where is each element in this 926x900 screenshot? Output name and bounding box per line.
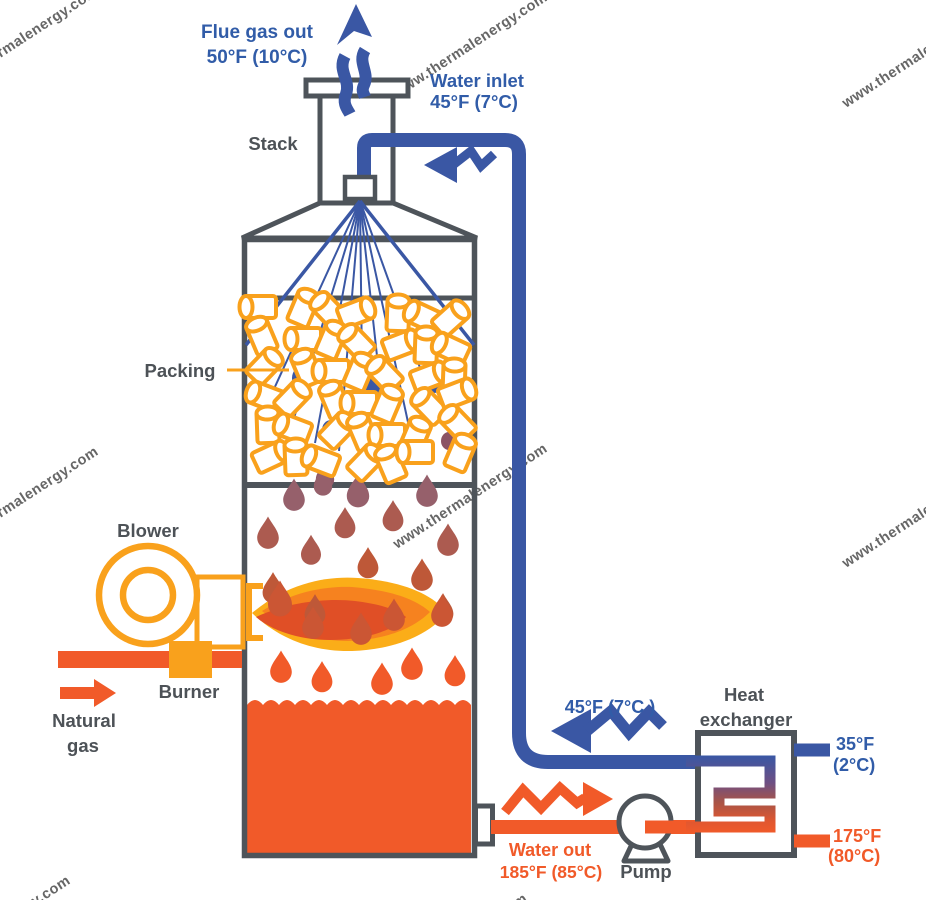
water-droplet-icon [311,661,333,693]
water-droplet-icon [382,500,404,532]
pump-icon [616,793,678,864]
packing-ring [282,436,310,478]
hx-hot-temp-2: (80°C) [828,846,880,866]
hx-cold-temp-2: (2°C) [833,755,875,775]
water-pool [247,700,471,853]
packing-ring [244,345,285,387]
water-out-label: Water out [509,840,591,860]
hx-hot-temp-1: 175°F [833,826,881,846]
pump-label: Pump [620,861,671,882]
column-outlet-nozzle [473,803,495,847]
flame-nozzle-bracket [246,583,263,641]
hx-cold-temp-1: 35°F [836,734,874,754]
flue-gas-temp: 50°F (10°C) [207,47,308,68]
hx-hot-outlet-stub [794,834,830,848]
packing-rings [237,286,479,486]
hx-coil [686,755,776,833]
water-inlet-pipe [357,133,700,769]
water-droplet-icon [437,523,459,556]
spray-nozzle [342,174,378,202]
packing-ring [435,376,479,412]
heat-exchanger [686,730,830,858]
water-droplet-icon [444,655,466,687]
watermark-text: www.thermalenergy.com [0,0,102,96]
water-droplet-icon [411,558,433,591]
packing-ring [394,439,435,465]
water-droplet-icon [334,507,356,539]
watermark-text: www.thermalenergy.com [839,460,926,572]
water-droplet-icon [431,594,453,627]
watermark-text: www.thermalenergy.com [0,873,74,900]
packing-ring [299,443,343,479]
burner-icon [169,641,212,678]
natural-gas-label-1: Natural [52,710,116,731]
burner-label: Burner [159,681,220,702]
blower-duct [194,574,246,650]
water-droplet-icon [270,650,292,683]
blower-icon [95,542,201,648]
water-droplet-icon [301,534,321,565]
recirc-temp-label: 45°F (7°C ) [565,697,655,717]
flue-gas-label: Flue gas out [201,22,314,43]
packing-ring [338,390,379,416]
cold-flow-arrow-icon [551,703,667,753]
water-out-temp: 185°F (85°C) [500,862,603,882]
packing-ring [442,431,478,475]
heat-exchanger-label-2: exchanger [700,709,793,730]
blower-label: Blower [117,520,179,541]
stack-label: Stack [248,133,298,154]
water-inlet-temp: 45°F (7°C) [430,91,518,112]
packing-ring [334,295,378,331]
water-droplet-icon [257,516,279,549]
inlet-flow-arrow-icon [424,144,498,183]
watermark-text: www.thermalenergy.com [370,891,531,900]
gas-flow-arrow-icon [60,679,116,707]
watermark-text: www.thermalenergy.com [839,0,926,112]
flue-gas-arrow-icon [336,4,372,117]
heat-exchanger-label-1: Heat [724,684,764,705]
packing-ring [369,382,405,426]
packing-ring [271,411,315,447]
watermark-text: www.thermalenergy.com [0,444,102,556]
natural-gas-label-2: gas [67,735,99,756]
packing-ring [384,292,412,334]
water-droplet-icon [357,547,379,579]
packing-ring [237,294,278,320]
hx-cold-inlet-stub [794,743,830,757]
packing-label: Packing [145,360,216,381]
water-droplet-icon [416,474,438,507]
hot-flow-arrow-icon [501,781,613,816]
natural-gas-pipe [58,651,242,668]
water-droplet-icon [371,662,393,695]
water-inlet-label: Water inlet [430,70,524,91]
packing-ring [429,330,473,367]
packing-ring [272,377,313,419]
water-droplet-icon [401,647,423,680]
